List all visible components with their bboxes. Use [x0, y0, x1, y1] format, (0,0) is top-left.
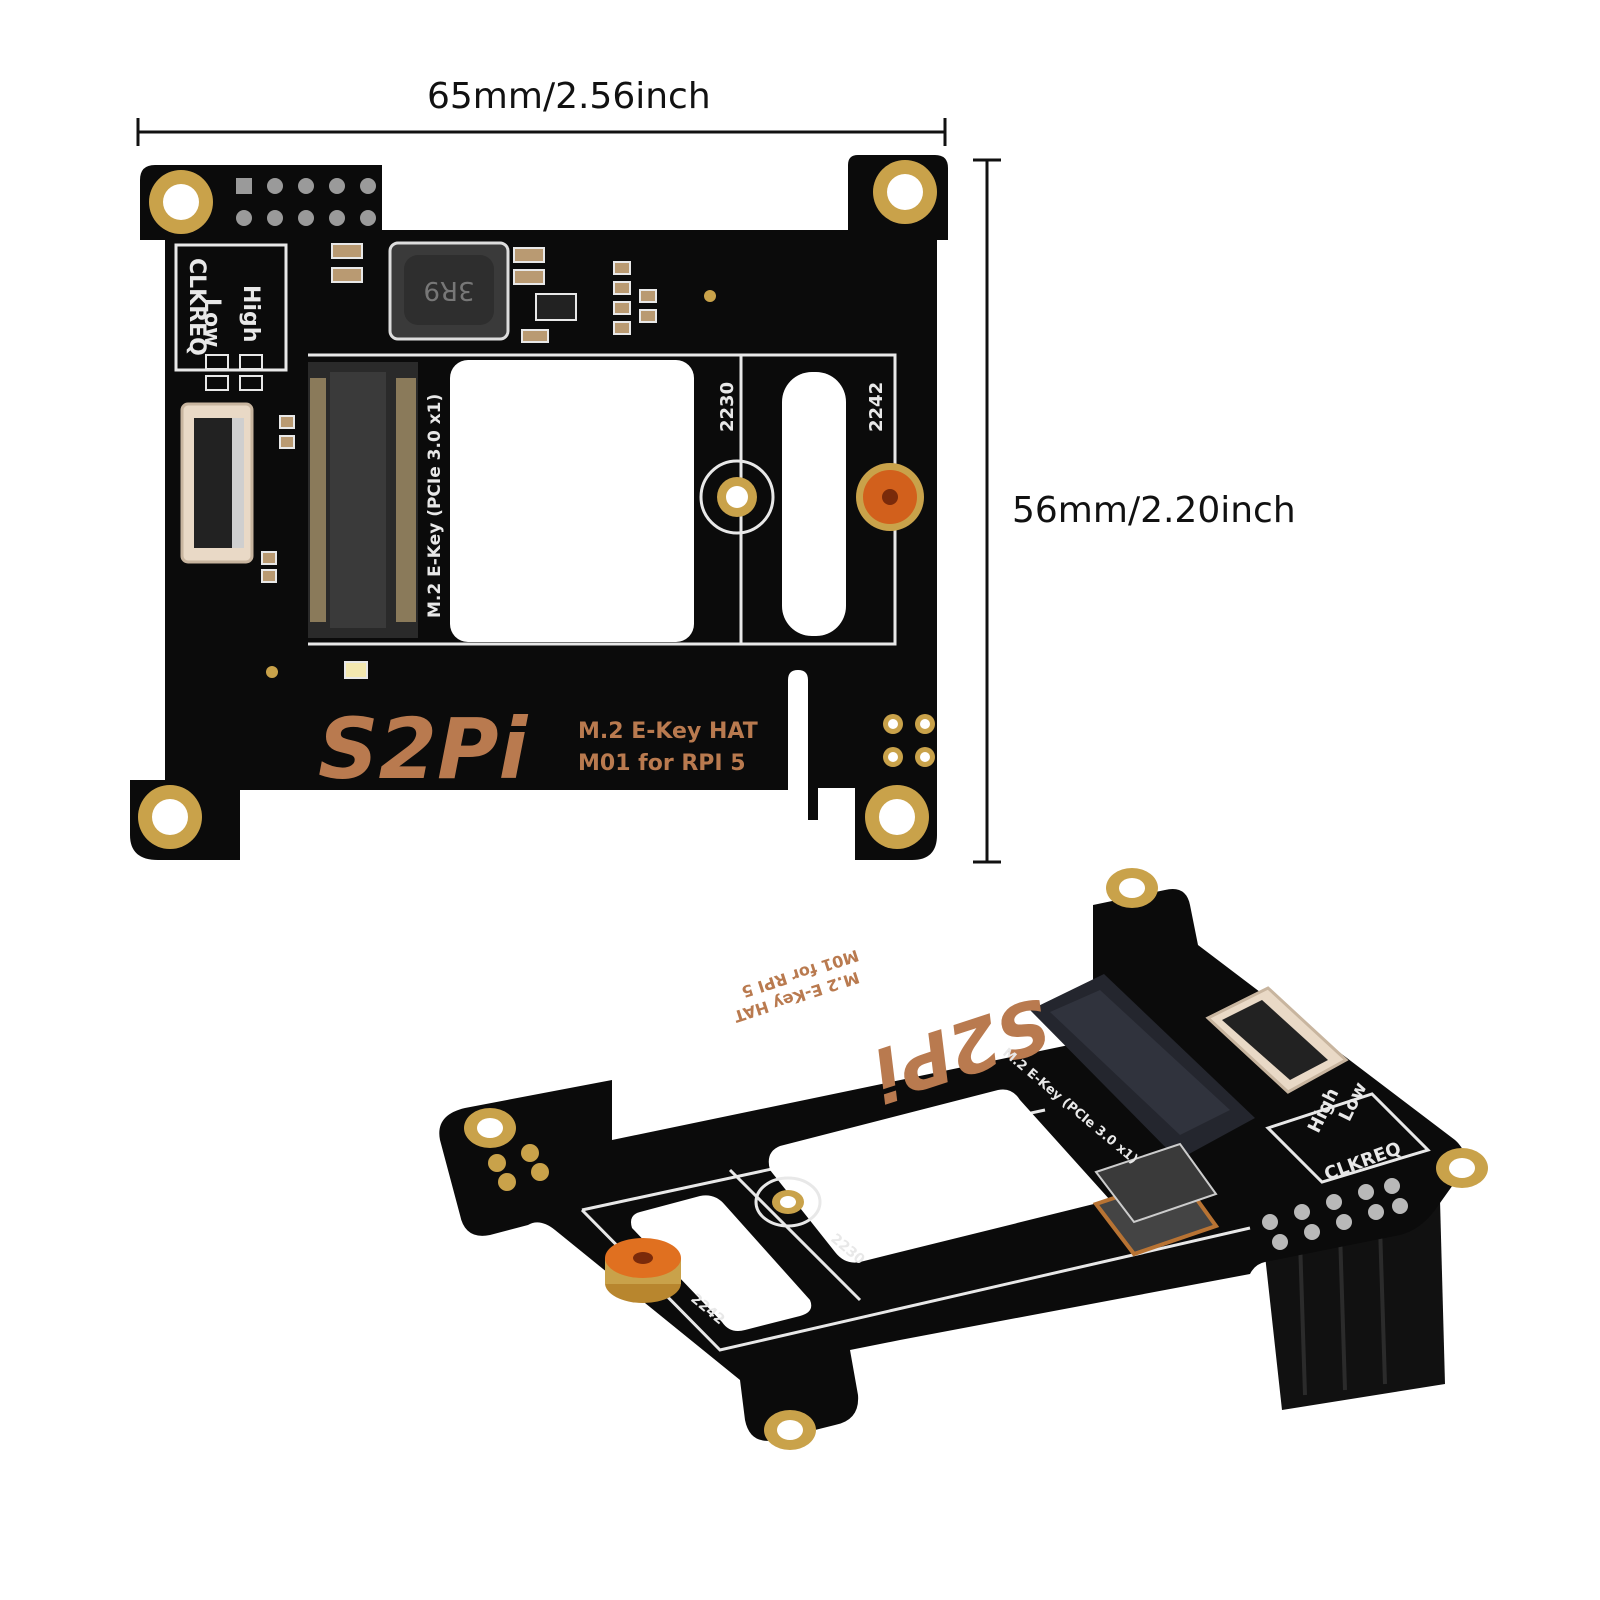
mount-hole-bottom-left — [138, 785, 202, 849]
status-led — [344, 661, 368, 679]
fpc-connector-persp — [1205, 986, 1349, 1094]
m2-connector — [308, 362, 418, 638]
clkreq-label: CLKREQ — [184, 258, 209, 356]
mount-hole-bottom-right — [865, 785, 929, 849]
fpc-connector — [180, 402, 254, 564]
cutout-main-persp — [768, 1089, 1110, 1263]
mount-hole-persp-3 — [1436, 1148, 1488, 1188]
board-cutout-main — [450, 360, 694, 642]
size-2230-label: 2230 — [717, 382, 738, 432]
standoff-2242-persp — [605, 1238, 681, 1303]
mount-hole-top-left — [149, 170, 213, 234]
brand-logo: S2Pi — [318, 700, 529, 798]
standoff-2242 — [856, 463, 924, 531]
inductor-code: 3R9 — [423, 275, 474, 305]
width-dimension-label: 65mm/2.56inch — [427, 76, 711, 117]
board-cutout-2242 — [782, 372, 846, 636]
clkreq-area-persp — [1265, 1092, 1431, 1184]
mount-2230 — [699, 459, 775, 535]
test-pad — [266, 666, 278, 678]
low-label: Low — [199, 298, 224, 347]
inductor-persp — [1092, 1142, 1220, 1257]
cutout-2242-persp — [631, 1195, 812, 1331]
inductor-3r9: 3R9 — [388, 241, 510, 341]
height-dimension-line — [973, 158, 1001, 864]
mount-hole-persp-1 — [464, 1108, 516, 1148]
board-top-view: CLKREQ Low High 3R9 — [130, 155, 948, 860]
clkreq-jumper-area: CLKREQ Low High — [174, 243, 288, 391]
mount-hole-persp-2 — [1106, 868, 1158, 908]
smd-components — [261, 243, 657, 583]
width-dimension-line — [136, 118, 947, 146]
product-name-line2: M01 for RPI 5 — [578, 751, 746, 776]
size-2242-label: 2242 — [866, 382, 887, 432]
mount-hole-top-right — [873, 160, 937, 224]
high-label: High — [238, 285, 263, 342]
mount-2230-persp — [754, 1176, 822, 1228]
height-dimension-label: 56mm/2.20inch — [1012, 490, 1296, 531]
board-perspective-view: S2Pi M.2 E-Key HAT M01 for RPI 5 CLKREQ … — [439, 868, 1488, 1450]
test-pad — [704, 290, 716, 302]
gpio-header-pads — [236, 178, 376, 226]
m2-slot-label: M.2 E-Key (PCIe 3.0 x1) — [425, 394, 445, 618]
aux-pads-persp — [488, 1144, 549, 1191]
product-name-line1: M.2 E-Key HAT — [578, 719, 758, 744]
mount-hole-persp-4 — [764, 1410, 816, 1450]
gpio-pins-persp — [1262, 1178, 1408, 1250]
